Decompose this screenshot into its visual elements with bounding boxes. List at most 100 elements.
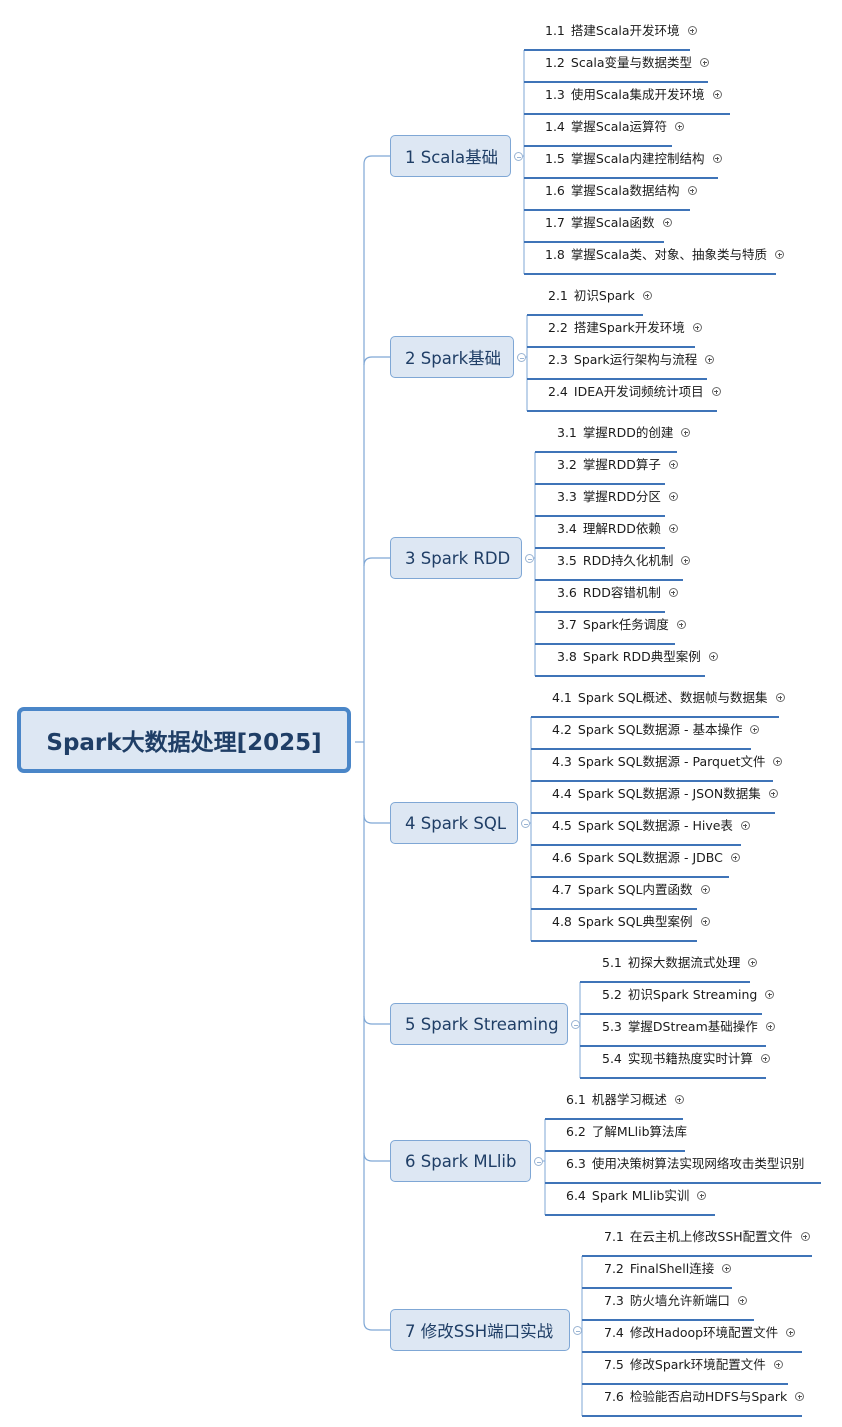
expand-plus-icon[interactable]	[712, 154, 722, 163]
topic-number: 1.4	[545, 119, 565, 134]
branch-node-3[interactable]: 3 Spark RDD	[390, 537, 522, 579]
collapse-toggle-icon[interactable]	[571, 1020, 580, 1029]
collapse-toggle-icon[interactable]	[521, 819, 530, 828]
branch-node-1[interactable]: 1 Scala基础	[390, 135, 511, 177]
branch-node-6[interactable]: 6 Spark MLlib	[390, 1140, 531, 1182]
expand-plus-icon[interactable]	[692, 323, 702, 332]
topic-number: 4.2	[552, 722, 572, 737]
expand-plus-icon[interactable]	[711, 387, 721, 396]
expand-plus-icon[interactable]	[700, 58, 709, 67]
expand-plus-icon[interactable]	[681, 428, 691, 437]
expand-plus-icon[interactable]	[668, 588, 678, 597]
expand-plus-icon[interactable]	[668, 492, 678, 501]
expand-plus-icon[interactable]	[642, 291, 652, 300]
expand-plus-icon[interactable]	[730, 853, 740, 862]
expand-plus-icon[interactable]	[668, 460, 678, 469]
expand-plus-icon[interactable]	[687, 186, 697, 195]
expand-plus-icon[interactable]	[700, 885, 710, 894]
expand-plus-icon[interactable]	[668, 524, 678, 533]
expand-plus-icon[interactable]	[740, 821, 750, 830]
collapse-toggle-icon[interactable]	[534, 1157, 543, 1166]
root-node[interactable]: Spark大数据处理[2025]	[17, 707, 351, 773]
expand-plus-icon[interactable]	[775, 250, 784, 259]
expand-plus-icon[interactable]	[768, 789, 778, 798]
expand-plus-icon[interactable]	[697, 1191, 707, 1200]
expand-plus-icon[interactable]	[737, 1296, 747, 1305]
expand-plus-icon[interactable]	[708, 652, 718, 661]
expand-plus-icon[interactable]	[675, 122, 684, 131]
expand-plus-icon[interactable]	[748, 958, 758, 967]
expand-plus-icon[interactable]	[722, 1264, 732, 1273]
expand-plus-icon[interactable]	[750, 725, 760, 734]
expand-plus-icon[interactable]	[712, 90, 722, 99]
branch-node-5[interactable]: 5 Spark Streaming	[390, 1003, 568, 1045]
expand-plus-icon[interactable]	[676, 620, 686, 629]
expand-plus-icon[interactable]	[760, 1054, 770, 1063]
expand-plus-icon[interactable]	[687, 26, 697, 35]
expand-plus-icon[interactable]	[705, 355, 715, 364]
collapse-toggle-icon[interactable]	[517, 353, 526, 362]
expand-plus-icon[interactable]	[700, 917, 710, 926]
expand-plus-icon[interactable]	[800, 1232, 810, 1241]
expand-plus-icon[interactable]	[765, 1022, 775, 1031]
expand-plus-icon[interactable]	[765, 990, 775, 999]
expand-plus-icon[interactable]	[662, 218, 672, 227]
expand-plus-icon[interactable]	[786, 1328, 796, 1337]
expand-plus-icon[interactable]	[773, 757, 783, 766]
expand-plus-icon[interactable]	[674, 1095, 684, 1104]
expand-plus-icon[interactable]	[681, 556, 691, 565]
collapse-toggle-icon[interactable]	[573, 1326, 582, 1335]
expand-plus-icon[interactable]	[795, 1392, 805, 1401]
branch-node-4[interactable]: 4 Spark SQL	[390, 802, 518, 844]
collapse-toggle-icon[interactable]	[525, 554, 534, 563]
expand-plus-icon[interactable]	[773, 1360, 783, 1369]
collapse-toggle-icon[interactable]	[514, 152, 523, 161]
branch-node-2[interactable]: 2 Spark基础	[390, 336, 514, 378]
branch-node-7[interactable]: 7 修改SSH端口实战	[390, 1309, 570, 1351]
expand-plus-icon[interactable]	[775, 693, 785, 702]
